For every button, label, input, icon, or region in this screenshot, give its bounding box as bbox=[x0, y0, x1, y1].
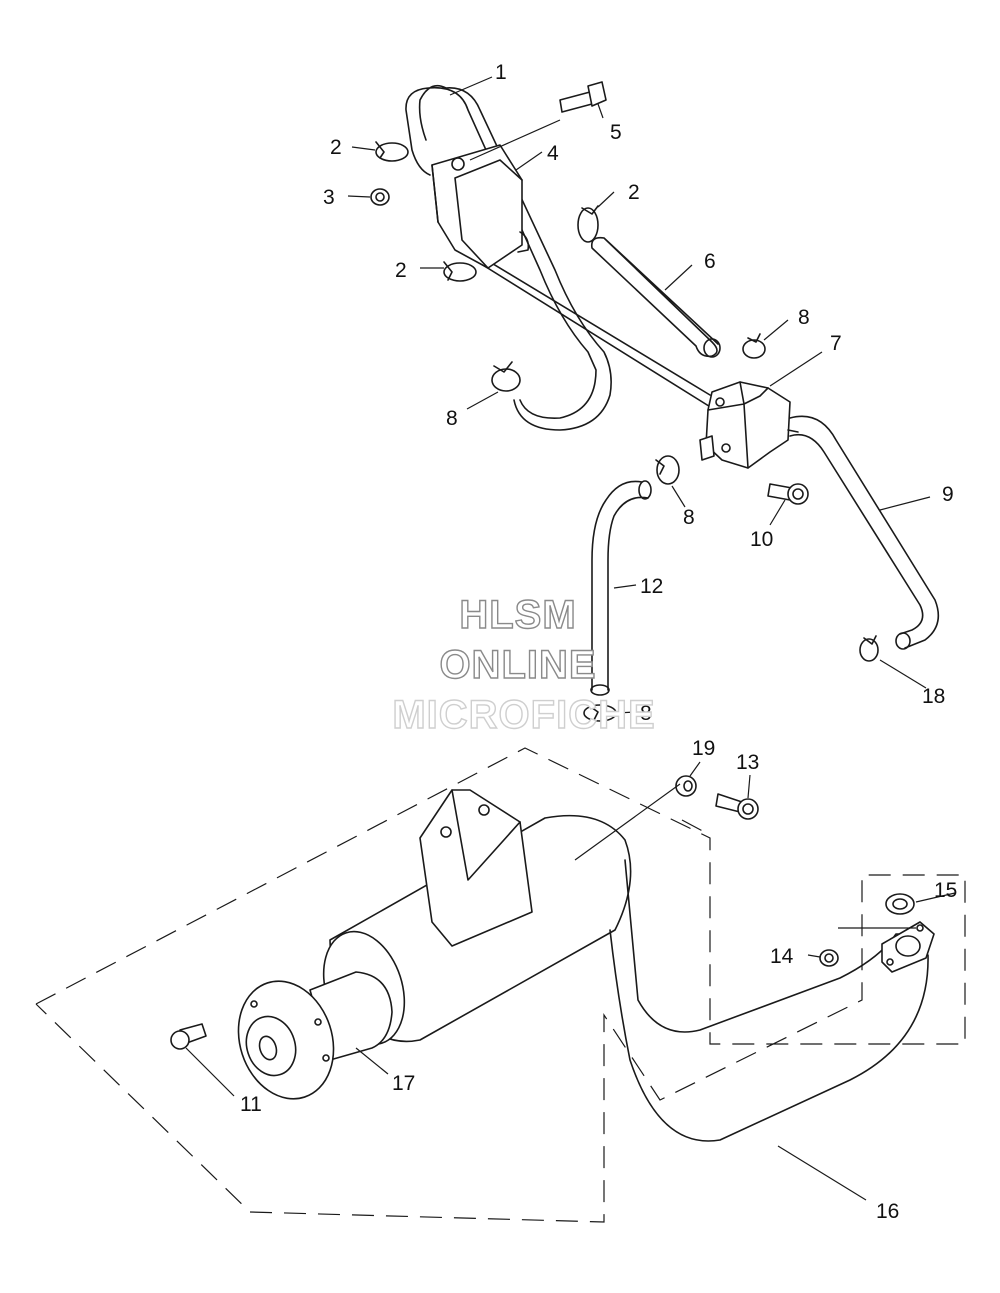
callout-2a: 2 bbox=[330, 136, 342, 159]
clamp-8a bbox=[491, 368, 521, 392]
callout-8b: 8 bbox=[798, 306, 810, 329]
callout-1: 1 bbox=[495, 61, 507, 84]
watermark-line-1: HLSM bbox=[459, 593, 576, 637]
dashed-outline-muffler bbox=[35, 747, 966, 1223]
clamp-18 bbox=[859, 638, 879, 662]
callout-2c: 2 bbox=[395, 259, 407, 282]
nut-14 bbox=[819, 949, 839, 967]
callout-10: 10 bbox=[750, 528, 773, 551]
bolt-11 bbox=[170, 1023, 207, 1050]
watermark-line-3: MICROFICHE bbox=[392, 693, 655, 737]
bolt-10 bbox=[767, 483, 809, 505]
callout-4: 4 bbox=[547, 142, 559, 165]
clamp-8c bbox=[656, 455, 680, 485]
callout-15: 15 bbox=[934, 879, 957, 902]
clamp-8b bbox=[742, 339, 766, 359]
hose-12-end-top bbox=[638, 480, 652, 500]
callout-17: 17 bbox=[392, 1072, 415, 1095]
callout-7: 7 bbox=[830, 332, 842, 355]
callout-19: 19 bbox=[692, 737, 715, 760]
hose-6 bbox=[590, 236, 719, 358]
clamp-2c bbox=[443, 262, 477, 282]
bolt-13 bbox=[715, 793, 759, 820]
clamp-2a bbox=[375, 142, 409, 162]
clamps bbox=[375, 141, 879, 722]
callout-14: 14 bbox=[770, 945, 794, 968]
spacer-19 bbox=[675, 775, 697, 797]
callout-2b: 2 bbox=[628, 181, 640, 204]
oil-cooler bbox=[431, 144, 530, 269]
callout-12: 12 bbox=[640, 575, 663, 598]
callout-5: 5 bbox=[610, 121, 622, 144]
callout-9: 9 bbox=[942, 483, 954, 506]
bolt-5 bbox=[559, 81, 607, 113]
hose-9-end bbox=[895, 632, 911, 650]
upper-assembly bbox=[370, 81, 940, 722]
watermark: HLSM ONLINE MICROFICHE bbox=[392, 592, 656, 737]
callout-18: 18 bbox=[922, 685, 945, 708]
callout-labels: 1 2 2 2 3 4 5 6 7 8 8 8 8 9 10 11 12 13 … bbox=[240, 61, 957, 1223]
gasket-15 bbox=[885, 893, 915, 915]
hose-1 bbox=[405, 84, 612, 431]
support-rod bbox=[469, 249, 713, 409]
exhaust-pipe-16 bbox=[609, 859, 929, 1142]
callout-8c: 8 bbox=[683, 506, 695, 529]
lower-assembly bbox=[35, 747, 966, 1223]
hose-12 bbox=[591, 480, 649, 691]
clamp-2b bbox=[577, 207, 599, 243]
exhaust-flange bbox=[881, 921, 935, 973]
muffler-bracket bbox=[419, 789, 533, 947]
leader-lines bbox=[185, 76, 956, 1201]
callout-13: 13 bbox=[736, 751, 759, 774]
pump-7 bbox=[699, 381, 799, 469]
dashed-outline-bracket bbox=[681, 819, 713, 837]
watermark-line-2: ONLINE bbox=[439, 643, 596, 687]
hose-12-end-bottom bbox=[590, 684, 610, 696]
callout-8d: 8 bbox=[640, 702, 652, 725]
hose-9 bbox=[789, 415, 940, 649]
callout-16: 16 bbox=[876, 1200, 899, 1223]
callout-8a: 8 bbox=[446, 407, 458, 430]
hose-6-end bbox=[703, 338, 721, 358]
nut-3 bbox=[370, 188, 390, 206]
callout-6: 6 bbox=[704, 250, 716, 273]
callout-11: 11 bbox=[240, 1093, 262, 1116]
callout-3: 3 bbox=[323, 186, 335, 209]
